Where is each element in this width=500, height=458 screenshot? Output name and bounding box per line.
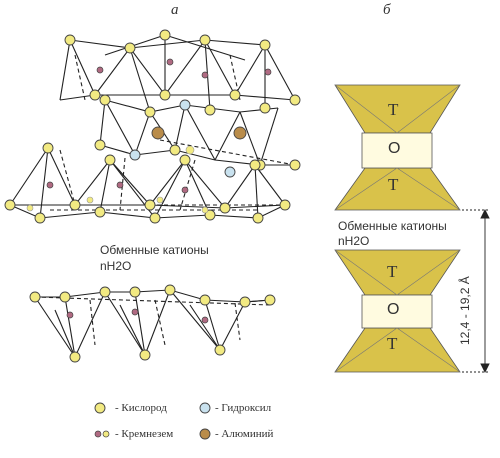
panel-label-a: а: [171, 2, 179, 18]
octahedral-sheet: [99, 99, 295, 166]
legend-silica-icon: [94, 430, 102, 438]
legend-oxygen-icon: [94, 402, 106, 414]
t-label-top-2: T: [388, 175, 399, 194]
t-label-bottom-2: T: [387, 334, 398, 353]
legend-hydroxyl-icon: [199, 402, 211, 414]
t-label-top-1: T: [388, 100, 399, 119]
t-label-bottom-1: T: [387, 262, 398, 281]
legend-markers: [94, 402, 211, 440]
o-label-bottom: O: [387, 301, 400, 318]
bottom-tetrahedral-sheet: [34, 288, 271, 359]
o-label-top: O: [388, 140, 401, 157]
legend-hydroxyl-text: - Гидроксил: [215, 402, 272, 414]
legend-aluminum-icon: [199, 428, 211, 440]
left-interlayer-water: nH2O: [100, 259, 132, 273]
left-interlayer-label: Обменные катионы: [100, 243, 209, 257]
legend-silica-icon-2: [102, 430, 110, 438]
hydroxyl-atoms: [129, 99, 236, 178]
spacing-arrow: [462, 208, 490, 374]
upper-tetrahedral-sheet: [59, 34, 296, 113]
legend-aluminum-text: - Алюминий: [215, 428, 274, 440]
legend-oxygen-text: - Кислород: [115, 402, 167, 414]
spacing-label: 12,4 - 19,2 Å: [458, 276, 472, 345]
aluminum-atoms: [151, 126, 247, 140]
interlayer-markers: [26, 145, 209, 214]
dashed-bonds: [10, 54, 296, 211]
right-structure: [334, 84, 490, 374]
panel-label-b: б: [383, 2, 391, 18]
right-interlayer-label: Обменные катионы: [338, 219, 447, 233]
left-structure: [4, 29, 301, 363]
oxygen-atoms: [4, 29, 301, 363]
silica-atoms: [46, 58, 272, 324]
bottom-dashed-bonds: [34, 296, 271, 346]
legend-silica-text: - Кремнезем: [115, 428, 174, 440]
tot-layer-bottom: [334, 249, 461, 373]
tot-layer-top: [334, 84, 461, 211]
right-interlayer-water: nH2O: [338, 234, 370, 248]
